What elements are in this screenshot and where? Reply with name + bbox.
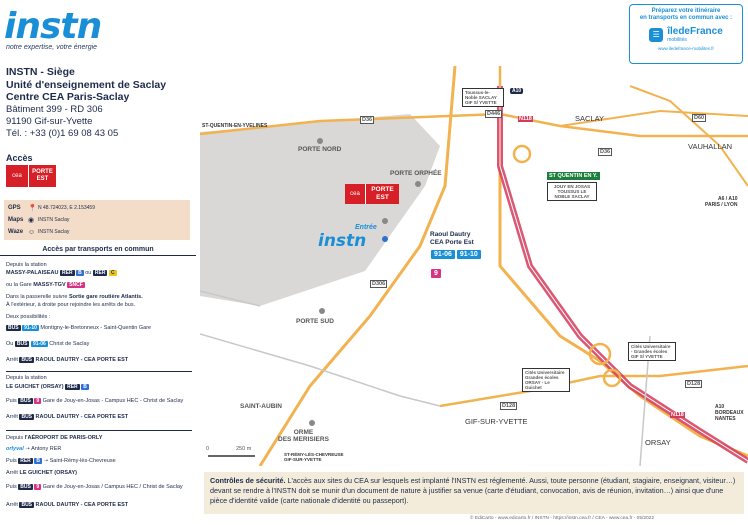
transport-line: Deux possibilités : — [6, 314, 51, 320]
roundabout — [588, 342, 612, 366]
gps-row: GPS 📍 N 48.724023, E 2.153459 — [8, 205, 95, 212]
address-title-1: INSTN - Siège — [6, 66, 75, 78]
transport-line: Arrêt BUS RAOUL DAUTRY - CEA PORTE EST — [6, 357, 129, 363]
porte-nord-point — [317, 138, 323, 144]
transport-line: ou la Gare MASSY-TGV SNCF — [6, 282, 85, 288]
label-entree: Entrée — [355, 224, 377, 231]
transport-line: Arrêt BUS RAOUL DAUTRY - CEA PORTE EST — [6, 502, 129, 508]
map-svg — [199, 65, 748, 467]
bus-lines: 91-06 91-10 — [431, 250, 481, 259]
roundabout — [602, 368, 622, 388]
address-city: 91190 Gif-sur-Yvette — [6, 115, 93, 127]
instn-map-logo: instn — [318, 231, 367, 251]
transport-line: LE GUICHET (ORSAY) RER B — [6, 384, 89, 390]
road-n118 — [498, 114, 748, 458]
waze-row: Waze ☺ INSTN Saclay — [8, 228, 70, 236]
sign-st-quentin: ST QUENTIN EN Y. — [547, 172, 600, 180]
transport-line: Puis RER B ➝ Saint-Rémy-lès-Chevreuse — [6, 458, 116, 464]
transport-line: Arrêt LE GUICHET (ORSAY) — [6, 470, 78, 476]
transport-line: Puis BUS 9 Gare de Jouy-en-Josas - Campu… — [6, 398, 184, 404]
address-building: Bâtiment 399 - RD 306 — [6, 103, 103, 115]
left-panel: instn notre expertise, votre énergie INS… — [0, 0, 196, 525]
transport-line: Ou BUS 91-06 Christ de Saclay — [6, 341, 90, 347]
transport-line: BUS 91-10 Montigny-le-Bretonneux - Saint… — [6, 325, 152, 331]
idf-icon: ☰ — [649, 27, 664, 42]
maps-row: Maps ◉ INSTN Saclay — [8, 217, 70, 224]
label-porte-sud: PORTE SUD — [296, 318, 334, 325]
separator — [6, 430, 192, 431]
label-porte-nord: PORTE NORD — [298, 146, 342, 153]
acces-title: Accès — [6, 153, 33, 163]
transport-line: Depuis la station — [6, 375, 47, 381]
transport-line: Depuis l'AÉROPORT DE PARIS-ORLY — [6, 435, 103, 441]
porte-est-point — [382, 218, 388, 224]
road-d128 — [439, 364, 748, 408]
transport-line: À l'extérieur, à droite pour rejoindre l… — [6, 302, 136, 308]
footer-credits: © EdiCarto - www.edicarto.fr / INSTN - h… — [470, 516, 655, 521]
map[interactable]: SACLAY VAUHALLAN ORSAY GIF-SUR-YVETTE SA… — [199, 65, 748, 467]
address-phone[interactable]: Tél. : +33 (0)1 69 08 43 05 — [6, 127, 119, 139]
pin-icon: 📍 — [28, 205, 37, 212]
separator — [6, 371, 192, 372]
waze-icon: ☺ — [28, 228, 36, 236]
roundabout — [512, 144, 532, 164]
idf-mobilites-box[interactable]: Préparez votre itinéraire en transports … — [629, 4, 743, 64]
cea-logo-icon: cea — [6, 165, 28, 187]
transport-title: Accès par transports en commun — [0, 246, 196, 256]
label-porte-orphee: PORTE ORPHÉE — [390, 170, 442, 177]
bus-stop-label: Raoul Dautry CEA Porte Est — [430, 231, 474, 246]
orme-point — [309, 420, 315, 426]
road-d306 — [258, 65, 457, 467]
idf-logo: ☰ îledeFrance mobilités — [633, 26, 739, 43]
cea-site-area — [200, 114, 440, 306]
label-orsay: ORSAY — [645, 438, 671, 447]
address-block: INSTN - Siège Unité d'enseignement de Sa… — [6, 66, 196, 140]
transport-line: Puis BUS 9 Gare de Jouy-en-Josas / Campu… — [6, 484, 183, 490]
address-title-2: Unité d'enseignement de Saclay — [6, 78, 167, 91]
transport-line: MASSY-PALAISEAU RER B ou RER C — [6, 270, 117, 276]
maps-icon: ◉ — [28, 217, 35, 224]
idf-url[interactable]: www.iledefrance-mobilites.fr — [657, 46, 715, 51]
tagline: notre expertise, votre énergie — [6, 44, 98, 51]
label-vauhallan: VAUHALLAN — [688, 142, 733, 151]
transport-line: orlyval ➝ Antony RER — [6, 446, 62, 452]
transport-line: Arrêt BUS RAOUL DAUTRY - CEA PORTE EST — [6, 414, 129, 420]
address-title-3: Centre CEA Paris-Saclay — [6, 91, 130, 103]
label-saint-aubin: SAINT-AUBIN — [240, 403, 282, 410]
gps-box: GPS 📍 N 48.724023, E 2.153459 Maps ◉ INS… — [4, 200, 190, 240]
label-orme: ORME DES MERISIERS — [278, 429, 329, 443]
security-notice: Contrôles de sécurité. L'accès aux sites… — [204, 472, 744, 514]
porte-est-label: PORTE EST — [28, 165, 56, 187]
porte-orphee-point — [415, 181, 421, 187]
label-saclay: SACLAY — [575, 114, 605, 123]
transport-line: Dans la passerelle suivre Sortie gare ro… — [6, 294, 143, 300]
instn-logo: instn — [4, 6, 102, 47]
porte-sud-point — [319, 308, 325, 314]
label-gif: GIF-SUR-YVETTE — [465, 417, 528, 426]
bus-stop-point — [382, 236, 388, 242]
cea-porte-est-badge: cea PORTE EST — [6, 165, 56, 187]
cea-marker-icon: cea — [345, 184, 365, 204]
transport-line: Depuis la station — [6, 262, 47, 268]
